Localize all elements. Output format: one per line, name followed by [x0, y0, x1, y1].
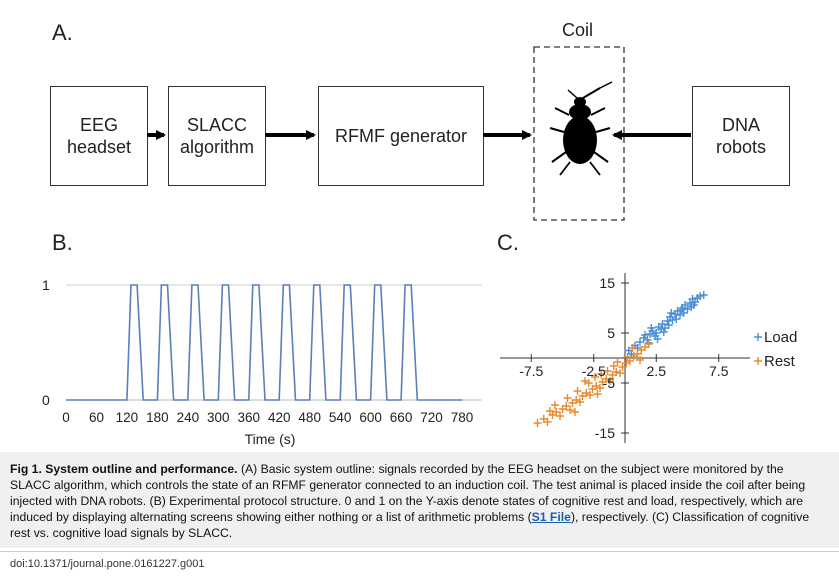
scatter-point-rest — [622, 359, 631, 367]
scatter-point-load — [636, 338, 644, 346]
x-tick-label: 600 — [359, 410, 382, 425]
scatter-point-load — [699, 291, 708, 299]
scatter-point-load — [659, 328, 668, 336]
scatter-point-rest — [552, 408, 561, 416]
scatter-point-rest — [551, 401, 559, 409]
x-tick-label: -2.5 — [582, 363, 606, 379]
x-tick-label: 540 — [329, 410, 352, 425]
scatter-point-load — [647, 324, 656, 332]
caption-fig-label: Fig 1. System outline and performance. — [10, 462, 238, 476]
panel-a-diagram — [147, 46, 691, 221]
scatter-point-rest — [628, 344, 637, 352]
x-tick-label: 780 — [451, 410, 474, 425]
y-tick-label: 15 — [599, 275, 615, 291]
scatter-point-rest — [562, 402, 571, 410]
protocol-series-line — [66, 284, 462, 401]
scatter-point-load — [667, 309, 676, 317]
figure-caption: Fig 1. System outline and performance. (… — [10, 461, 820, 541]
x-tick-label: 300 — [207, 410, 230, 425]
scatter-point-load — [664, 321, 673, 329]
panel-c-label: C. — [497, 230, 519, 255]
scatter-point-load — [668, 316, 677, 324]
protocol-line-chart: 0 1 0 60 120 180 240 300 360 420 480 540 600 660 720 78… — [42, 277, 482, 447]
legend-label-load: Load — [764, 329, 797, 346]
legend-marker-load — [754, 333, 762, 341]
x-tick-label: 120 — [116, 410, 139, 425]
scatter-point-rest — [584, 379, 593, 387]
caption-text-1: (A) Basic system outline: signals record… — [10, 462, 806, 524]
scatter-point-rest — [603, 367, 612, 375]
scatter-point-rest — [546, 407, 554, 415]
slacc-algorithm-box: SLACC algorithm — [168, 86, 266, 186]
x-tick-label: 60 — [89, 410, 104, 425]
scatter-point-rest — [596, 384, 604, 392]
scatter-point-rest — [571, 408, 579, 416]
scatter-point-rest — [623, 353, 632, 361]
scatter-point-rest — [533, 419, 542, 427]
scatter-point-load — [677, 306, 686, 314]
y-tick-label: 1 — [42, 277, 50, 293]
y-tick-label: 0 — [42, 392, 50, 408]
caption-text-2: ), respectively. (C) Classification of c… — [10, 510, 810, 540]
x-tick-label: 7.5 — [709, 363, 729, 379]
scatter-point-rest — [586, 391, 594, 399]
caption-divider — [0, 551, 839, 552]
x-tick-label: 720 — [420, 410, 443, 425]
scatter-point-load — [696, 292, 704, 300]
legend-label-rest: Rest — [764, 353, 796, 370]
scatter-point-rest — [636, 356, 644, 364]
scatter-point-rest — [591, 373, 599, 381]
scatter-point-rest — [576, 398, 584, 406]
x-tick-label: 180 — [146, 410, 169, 425]
scatter-point-rest — [593, 390, 602, 398]
scatter-point-rest — [644, 340, 653, 348]
doi-text: doi:10.1371/journal.pone.0161227.g001 — [10, 558, 205, 570]
x-tick-label: 0 — [62, 410, 70, 425]
s1-file-link[interactable]: S1 File — [531, 510, 571, 524]
x-tick-label: -7.5 — [519, 363, 543, 379]
scatter-point-rest — [609, 362, 618, 370]
scatter-point-rest — [616, 369, 624, 377]
x-axis-label: Time (s) — [245, 431, 296, 447]
dna-robots-box: DNA robots — [692, 86, 790, 186]
coil-dashed-box — [533, 46, 625, 221]
scatter-point-rest — [566, 406, 574, 414]
scatter-point-rest — [563, 394, 572, 402]
coil-label: Coil — [562, 20, 594, 40]
scatter-point-load — [641, 331, 649, 339]
scatter-point-rest — [597, 370, 606, 378]
scatter-point-rest — [633, 350, 642, 358]
x-tick-label: 360 — [238, 410, 261, 425]
y-tick-label: -15 — [595, 425, 615, 441]
scatter-point-rest — [543, 418, 552, 426]
x-tick-label: 660 — [390, 410, 413, 425]
beetle-icon — [549, 81, 613, 176]
legend-marker-rest — [754, 357, 762, 365]
rfmf-generator-box: RFMF generator — [318, 86, 484, 186]
scatter-point-load — [653, 335, 662, 343]
y-tick-label: 5 — [607, 325, 615, 341]
panel-b-label: B. — [52, 230, 73, 255]
scatter-point-rest — [556, 412, 564, 420]
x-tick-label: 420 — [268, 410, 291, 425]
scatter-point-load — [689, 301, 698, 309]
scatter-point-rest — [613, 358, 622, 366]
y-tick-label: -5 — [603, 375, 616, 391]
x-tick-label: 2.5 — [647, 363, 667, 379]
scatter-point-rest — [573, 387, 582, 395]
scatter-point-rest — [606, 377, 614, 385]
scatter-point-rest — [581, 377, 589, 385]
scatter-point-rest — [612, 368, 621, 376]
panel-a-label: A. — [52, 20, 73, 45]
caption-background — [0, 452, 839, 548]
x-tick-label: 480 — [298, 410, 321, 425]
x-tick-label: 240 — [177, 410, 200, 425]
scatter-point-rest — [618, 363, 627, 371]
scatter-point-load — [672, 315, 681, 323]
